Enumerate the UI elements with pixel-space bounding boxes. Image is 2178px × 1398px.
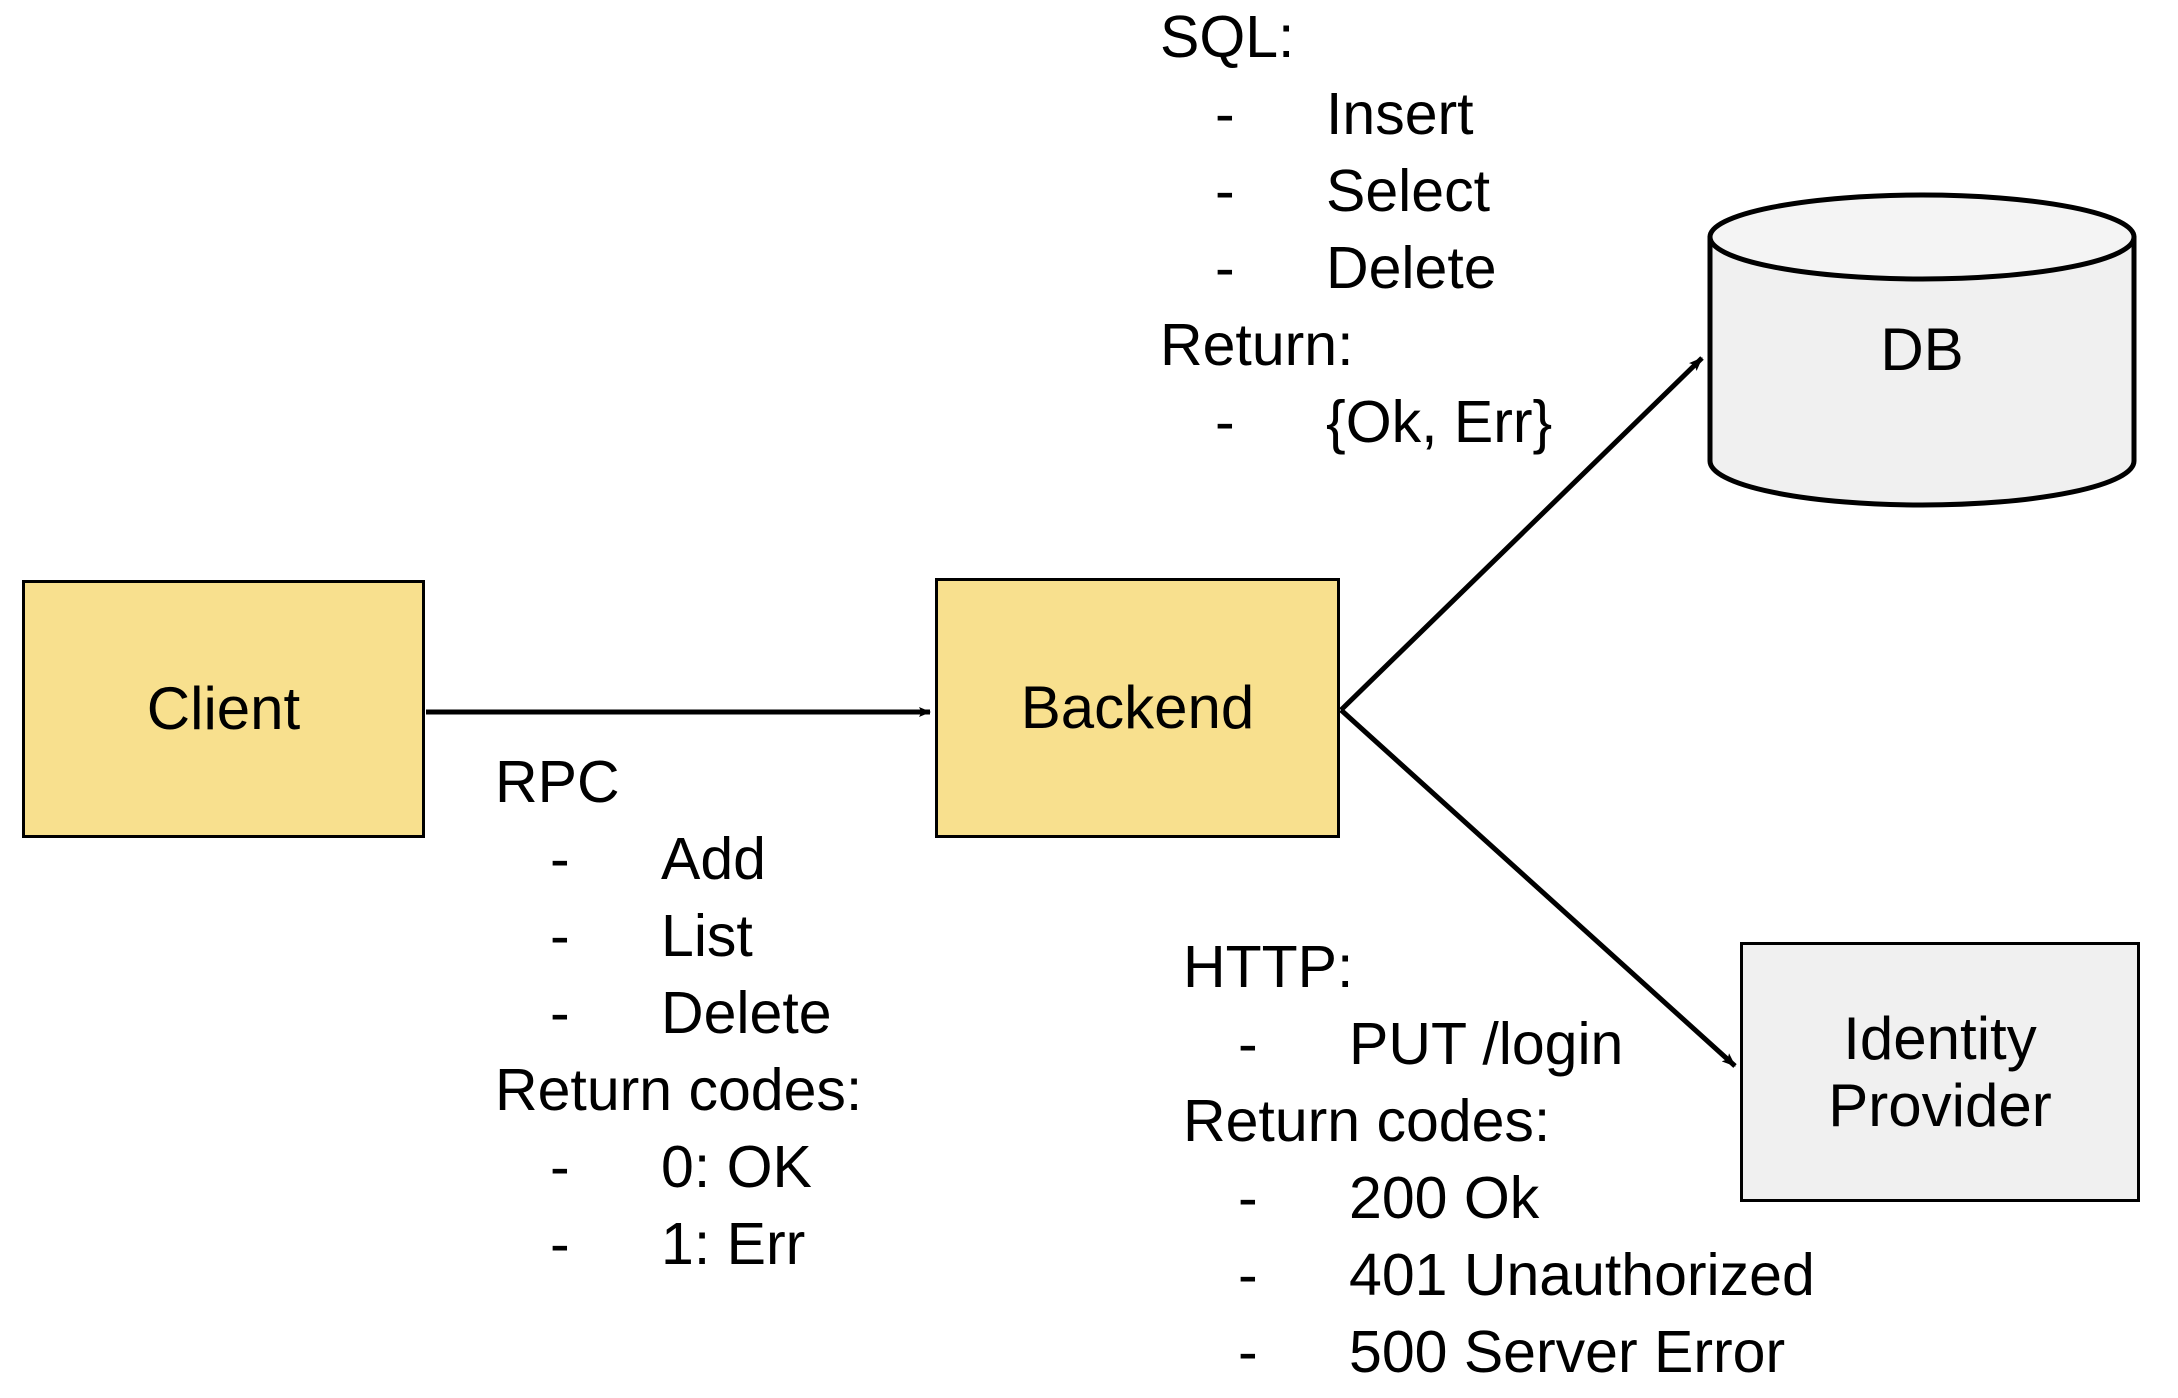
annotation-rpc: RPC - Add - List - Delete Return codes: …: [495, 744, 862, 1283]
annotation-sql-heading: SQL:: [1160, 4, 1295, 70]
annotation-sql: SQL: - Insert - Select - Delete Return: …: [1160, 0, 1552, 461]
annotation-rpc-heading: RPC: [495, 749, 620, 815]
annotation-rpc-item-label: Delete: [661, 980, 832, 1046]
bullet-dash-icon: -: [550, 1134, 570, 1200]
annotation-http-subitem: - 401 Unauthorized: [1183, 1237, 1815, 1314]
annotation-rpc-item: - Add: [495, 821, 862, 898]
annotation-sql-subitem-label: {Ok, Err}: [1326, 389, 1553, 455]
annotation-rpc-subitem-label: 1: Err: [661, 1211, 806, 1277]
annotation-http-heading: HTTP:: [1183, 934, 1354, 1000]
annotation-sql-item-label: Insert: [1326, 81, 1474, 147]
annotation-sql-item: - Delete: [1160, 230, 1552, 307]
annotation-http-subitem-label: 500 Server Error: [1349, 1319, 1786, 1385]
annotation-rpc-subitem: - 1: Err: [495, 1206, 862, 1283]
annotation-rpc-subitem-label: 0: OK: [661, 1134, 812, 1200]
bullet-dash-icon: -: [550, 1211, 570, 1277]
annotation-http-item: - PUT /login: [1183, 1006, 1815, 1083]
annotation-sql-item: - Insert: [1160, 76, 1552, 153]
annotation-http-subitem-label: 200 Ok: [1349, 1165, 1540, 1231]
node-client-label: Client: [146, 675, 301, 743]
annotation-http-subitem: - 500 Server Error: [1183, 1314, 1815, 1391]
annotation-rpc-item-label: Add: [661, 826, 766, 892]
bullet-dash-icon: -: [1215, 158, 1235, 224]
bullet-dash-icon: -: [1238, 1165, 1258, 1231]
annotation-http: HTTP: - PUT /login Return codes: - 200 O…: [1183, 929, 1815, 1391]
node-backend[interactable]: Backend: [935, 578, 1340, 838]
annotation-rpc-item-label: List: [661, 903, 753, 969]
annotation-http-subitem-label: 401 Unauthorized: [1349, 1242, 1815, 1308]
annotation-http-item-label: PUT /login: [1349, 1011, 1624, 1077]
bullet-dash-icon: -: [550, 826, 570, 892]
annotation-sql-item-label: Select: [1326, 158, 1490, 224]
annotation-http-subheading: Return codes:: [1183, 1088, 1551, 1154]
node-identity-provider-label-line1: Identity: [1843, 1004, 2037, 1072]
annotation-sql-item-label: Delete: [1326, 235, 1497, 301]
node-identity-provider-label: Identity Provider: [1828, 1005, 2051, 1139]
bullet-dash-icon: -: [1238, 1011, 1258, 1077]
node-db[interactable]: DB: [1707, 192, 2137, 508]
annotation-rpc-item: - Delete: [495, 975, 862, 1052]
annotation-rpc-item: - List: [495, 898, 862, 975]
node-identity-provider[interactable]: Identity Provider: [1740, 942, 2140, 1202]
bullet-dash-icon: -: [1238, 1242, 1258, 1308]
bullet-dash-icon: -: [550, 903, 570, 969]
annotation-http-subitem: - 200 Ok: [1183, 1160, 1815, 1237]
bullet-dash-icon: -: [1238, 1319, 1258, 1385]
node-client[interactable]: Client: [22, 580, 425, 838]
node-backend-label: Backend: [1020, 674, 1255, 742]
annotation-rpc-subitem: - 0: OK: [495, 1129, 862, 1206]
database-cylinder-icon: [1707, 192, 2137, 508]
annotation-sql-subitem: - {Ok, Err}: [1160, 384, 1552, 461]
bullet-dash-icon: -: [1215, 389, 1235, 455]
annotation-sql-subheading: Return:: [1160, 312, 1354, 378]
annotation-rpc-subheading: Return codes:: [495, 1057, 863, 1123]
bullet-dash-icon: -: [1215, 81, 1235, 147]
annotation-sql-item: - Select: [1160, 153, 1552, 230]
bullet-dash-icon: -: [1215, 235, 1235, 301]
bullet-dash-icon: -: [550, 980, 570, 1046]
node-identity-provider-label-line2: Provider: [1828, 1072, 2052, 1139]
